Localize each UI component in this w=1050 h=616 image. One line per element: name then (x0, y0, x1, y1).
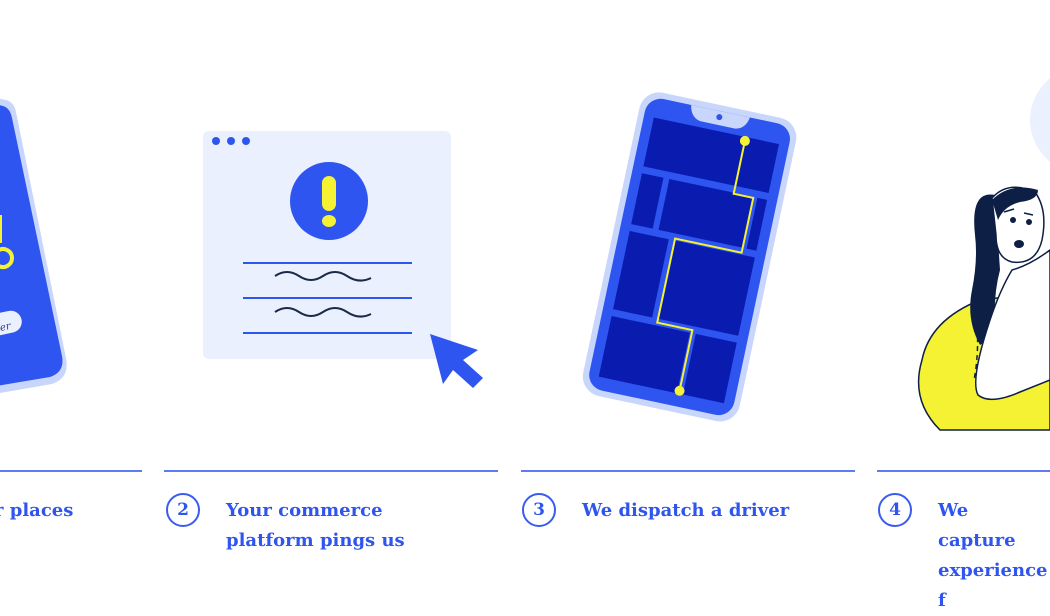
step-3-number-badge: 3 (522, 493, 556, 527)
yellow-pin-icon (0, 247, 14, 270)
step-1-divider (0, 470, 142, 472)
alert-icon (290, 162, 368, 240)
step-4-number-badge: 4 (878, 493, 912, 527)
browser-alert-illustration (203, 131, 483, 388)
phone-map-illustration (582, 92, 797, 422)
step-2-label: Your commerce platform pings us (226, 500, 405, 551)
step-3-divider (521, 470, 855, 472)
cursor-icon (430, 334, 483, 388)
step-2-divider (164, 470, 498, 472)
step-1-label: r places (0, 500, 74, 521)
step-4-label: We capture experience f (938, 500, 1048, 611)
step-4-divider (877, 470, 1050, 472)
thought-bubble (1030, 78, 1050, 162)
thinking-woman-illustration (917, 78, 1050, 431)
order-button[interactable]: ler (0, 309, 24, 341)
order-button-label: ler (0, 321, 13, 335)
route-line (656, 140, 755, 392)
phone-order-illustration: ler (0, 98, 67, 394)
step-2-number-badge: 2 (166, 493, 200, 527)
step-3-label: We dispatch a driver (582, 500, 790, 521)
